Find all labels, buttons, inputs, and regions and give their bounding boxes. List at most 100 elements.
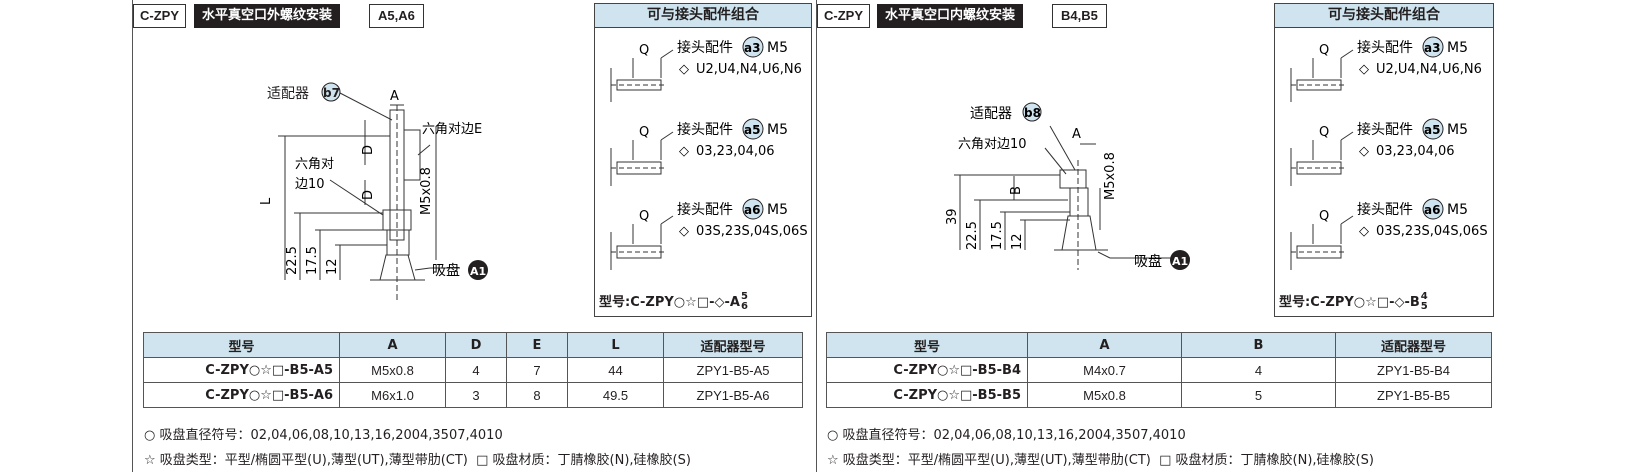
left-series-code: C-ZPY	[133, 4, 186, 28]
left-dim-d1: D	[361, 145, 376, 155]
left-table-header: 型号 A D E L 适配器型号	[143, 332, 803, 358]
left-dim-12: 12	[325, 258, 340, 275]
right-combo-drawing: Q Q Q 接头配件 a3 M5 ◇ U2,U4,N4,U6,N6 接头配件 a…	[1290, 36, 1488, 270]
left-fit1-thread: M5	[767, 40, 788, 56]
left-combo-title: 可与接头配件组合	[595, 4, 811, 28]
right-fit1-thread: M5	[1447, 40, 1468, 56]
right-cell: 5	[1181, 382, 1336, 408]
right-th-a: A	[1027, 332, 1182, 358]
right-th-model: 型号	[826, 332, 1028, 358]
right-cell: C-ZPY○☆□-B5-B4	[826, 357, 1028, 383]
left-spec-table: 型号 A D E L 适配器型号 C-ZPY○☆□-B5-A5 M5x0.8 4…	[143, 332, 803, 408]
right-fit1-options: U2,U4,N4,U6,N6	[1376, 62, 1482, 77]
right-fit3-label: 接头配件	[1357, 201, 1413, 218]
left-combo-drawing: Q Q Q 接头配件 a3 M5 ◇ U2,U4,N4,U6,N6 接头配件 a…	[610, 36, 808, 270]
left-panel-border	[132, 0, 133, 472]
right-hex10-label: 六角对边10	[958, 137, 1027, 152]
left-hex10-line2: 边10	[295, 177, 325, 192]
right-dim-a: A	[1072, 127, 1081, 142]
table-row: C-ZPY○☆□-B5-B5 M5x0.8 5 ZPY1-B5-B5	[826, 382, 1492, 408]
right-fit3-code: a6	[1424, 203, 1440, 217]
left-adapter-label: 适配器	[267, 86, 309, 102]
left-drawing: 适配器 b7 A 六角对边E 六角对 边10 吸盘 A1 D D L M5x0.…	[259, 82, 488, 300]
left-note-diameter: ○ 吸盘直径符号：02,04,06,08,10,13,16,2004,3507,…	[144, 428, 503, 443]
left-th-adapter: 适配器型号	[663, 332, 803, 358]
right-drawing: 适配器 b8 A 六角对边10 B M5x0.8 39 22.5 17.5 12…	[945, 102, 1190, 270]
left-fit1-code: a3	[744, 41, 760, 55]
center-divider	[816, 0, 817, 472]
left-th-e: E	[506, 332, 568, 358]
left-fit2-label: 接头配件	[677, 121, 733, 138]
left-dim-22: 22.5	[285, 246, 300, 275]
left-fit1-diamond: ◇	[679, 62, 689, 77]
left-q3: Q	[639, 209, 649, 224]
right-cell: 4	[1181, 357, 1336, 383]
left-cell: M6x1.0	[339, 382, 446, 408]
left-th-model: 型号	[143, 332, 340, 358]
table-row: C-ZPY○☆□-B5-B4 M4x0.7 4 ZPY1-B5-B4	[826, 357, 1492, 383]
right-fit1-code: a3	[1424, 41, 1440, 55]
left-fit3-code: a6	[744, 203, 760, 217]
right-adapter-label: 适配器	[970, 106, 1012, 122]
right-cell: M4x0.7	[1027, 357, 1182, 383]
right-cell: M5x0.8	[1027, 382, 1182, 408]
right-dim-b: B	[1009, 186, 1024, 195]
right-th-b: B	[1181, 332, 1336, 358]
left-th-l: L	[567, 332, 664, 358]
right-fit3-options: 03S,23S,04S,06S	[1376, 224, 1488, 239]
right-dim-39: 39	[945, 208, 960, 225]
left-th-a: A	[339, 332, 446, 358]
left-cell: C-ZPY○☆□-B5-A6	[143, 382, 340, 408]
left-note-type: ☆ 吸盘类型：平型/椭圆平型(U),薄型(UT),薄型带肋(CT) □ 吸盘材质…	[144, 453, 691, 468]
left-adapter-code: b7	[323, 86, 340, 100]
left-dim-a: A	[390, 89, 399, 104]
left-cell: 4	[445, 357, 507, 383]
right-fit1-label: 接头配件	[1357, 39, 1413, 56]
right-combo-box: 可与接头配件组合 Q Q Q 接头配件 a3 M5 ◇	[1274, 3, 1494, 317]
right-series-code: C-ZPY	[817, 4, 870, 28]
left-cell: ZPY1-B5-A5	[663, 357, 803, 383]
left-fit2-diamond: ◇	[679, 144, 689, 159]
left-cell: 44	[567, 357, 664, 383]
left-hex10-line1: 六角对	[295, 157, 334, 172]
right-dim-thread: M5x0.8	[1103, 152, 1118, 200]
left-cell: 49.5	[567, 382, 664, 408]
left-fit2-code: a5	[744, 123, 760, 137]
right-table-header: 型号 A B 适配器型号	[826, 332, 1492, 358]
left-fit3-label: 接头配件	[677, 201, 733, 218]
left-hex-label: 六角对边E	[422, 122, 482, 137]
left-dim-d2: D	[361, 190, 376, 200]
right-note-diameter: ○ 吸盘直径符号：02,04,06,08,10,13,16,2004,3507,…	[827, 428, 1186, 443]
right-fit3-thread: M5	[1447, 202, 1468, 218]
table-row: C-ZPY○☆□-B5-A6 M6x1.0 3 8 49.5 ZPY1-B5-A…	[143, 382, 803, 408]
left-cell: M5x0.8	[339, 357, 446, 383]
right-series-title: 水平真空口内螺纹安装	[877, 4, 1024, 28]
left-fit3-diamond: ◇	[679, 224, 689, 239]
right-th-adapter: 适配器型号	[1335, 332, 1492, 358]
right-fit1-diamond: ◇	[1359, 62, 1369, 77]
right-variant-label: B4,B5	[1052, 4, 1107, 28]
right-spec-table: 型号 A B 适配器型号 C-ZPY○☆□-B5-B4 M4x0.7 4 ZPY…	[826, 332, 1492, 408]
left-fit1-label: 接头配件	[677, 39, 733, 56]
left-cell: 7	[506, 357, 568, 383]
right-fit2-label: 接头配件	[1357, 121, 1413, 138]
right-pad-label: 吸盘	[1134, 253, 1162, 270]
right-fit2-diamond: ◇	[1359, 144, 1369, 159]
left-fit2-options: 03,23,04,06	[696, 144, 775, 159]
right-cell: ZPY1-B5-B4	[1335, 357, 1492, 383]
left-cell: 8	[506, 382, 568, 408]
left-cell: ZPY1-B5-A6	[663, 382, 803, 408]
right-dim-12: 12	[1010, 233, 1025, 250]
right-combo-title: 可与接头配件组合	[1275, 4, 1493, 28]
right-fit3-diamond: ◇	[1359, 224, 1369, 239]
left-combo-box: 可与接头配件组合 Q Q Q 接头配件 a3 M5 ◇	[594, 3, 812, 317]
left-pad-code: A1	[470, 265, 486, 278]
left-dim-thread: M5x0.8	[419, 167, 434, 215]
right-q1: Q	[1319, 43, 1329, 58]
left-fit3-options: 03S,23S,04S,06S	[696, 224, 808, 239]
left-series-title: 水平真空口外螺纹安装	[194, 4, 341, 28]
left-dim-l: L	[259, 197, 274, 205]
left-fit2-thread: M5	[767, 122, 788, 138]
right-fit2-thread: M5	[1447, 122, 1468, 138]
